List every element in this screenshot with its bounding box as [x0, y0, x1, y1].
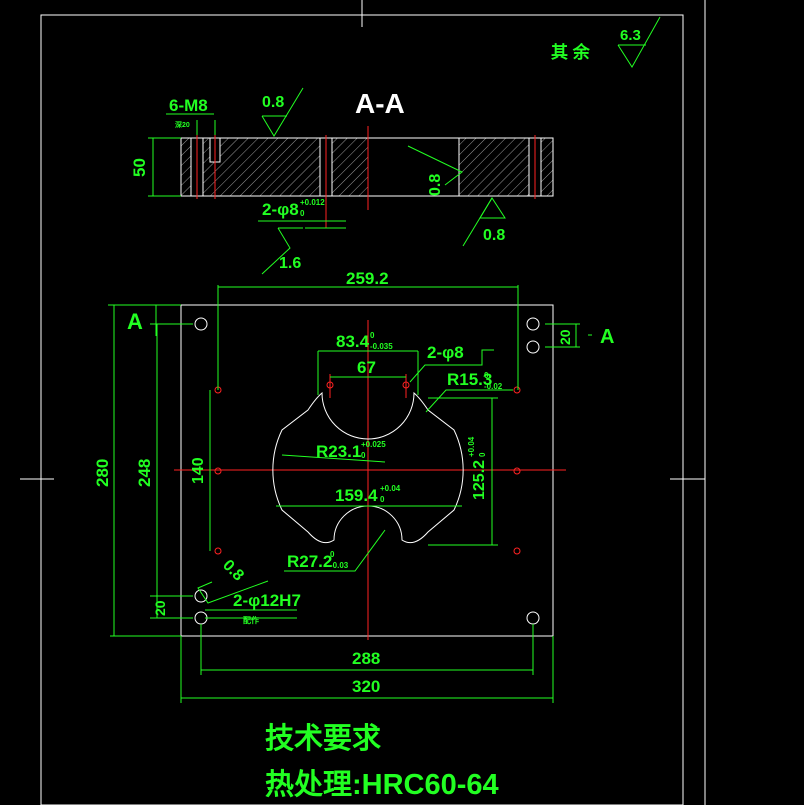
holes-2-phi8: 2-φ8	[427, 343, 464, 362]
tol-r27-upper: 0	[330, 550, 335, 559]
roughness-hole: 0.8	[219, 557, 247, 585]
heat-treatment-note: 热处理:HRC60-64	[265, 768, 499, 801]
tol-159-upper: +0.04	[380, 484, 401, 493]
section-mark-left: A	[127, 309, 143, 334]
tol-r23-lower: 0	[361, 451, 366, 460]
roughness-right-side: 0.8	[427, 174, 444, 196]
dim-125-2: 125.2	[471, 460, 488, 500]
radius-r15-3: R15.3	[447, 370, 492, 389]
tol-r27-lower: -0.03	[330, 561, 349, 570]
pin-holes-label: 2-φ8	[262, 200, 299, 219]
tech-requirements-title: 技术要求	[265, 722, 381, 755]
dowel-note: 配作	[243, 615, 259, 625]
thickness-dim: 50	[130, 158, 149, 177]
dim-20-top: 20	[557, 329, 573, 345]
roughness-pin: 1.6	[279, 255, 301, 272]
tol-125-lower: 0	[478, 452, 487, 457]
pin-tol-upper: +0.012	[300, 198, 325, 207]
thread-depth-note: 深20	[175, 120, 190, 129]
dim-140: 140	[190, 457, 207, 484]
remainder-roughness-value: 6.3	[620, 27, 641, 44]
dim-280: 280	[93, 459, 112, 487]
radius-r27-2: R27.2	[287, 552, 332, 571]
drawing-frame	[20, 0, 706, 805]
section-mark-right: A	[600, 326, 614, 348]
thread-label: 6-M8	[169, 96, 208, 115]
section-title: A-A	[355, 88, 405, 119]
dim-67: 67	[357, 358, 376, 377]
tol-r15-upper: 0	[484, 371, 489, 380]
dim-159-4: 159.4	[335, 486, 378, 505]
dim-248: 248	[135, 459, 154, 487]
tol-r23-upper: +0.025	[361, 440, 386, 449]
dim-288: 288	[352, 649, 380, 668]
tol-83-upper: 0	[370, 331, 375, 340]
remainder-label: 其 余	[551, 42, 591, 62]
tol-83-lower: -0.035	[370, 342, 393, 351]
roughness-bottom: 0.8	[483, 227, 505, 244]
pin-tol-lower: 0	[300, 209, 305, 218]
section-view: 6-M8 深20 0.8 50 2-φ8 +0.012 0 1.6 0.8 0.…	[130, 87, 554, 275]
tol-r15-lower: -0.02	[484, 382, 503, 391]
plan-view: 259.2 A A 20 83.4 0 -0.035 67 2-φ8 R15.3…	[93, 269, 614, 703]
surface-roughness-remainder: 其 余 6.3	[551, 16, 661, 68]
dim-20-bottom: 20	[152, 600, 168, 616]
dim-259-2: 259.2	[346, 269, 389, 288]
tol-125-upper: +0.04	[467, 436, 476, 457]
tol-159-lower: 0	[380, 495, 385, 504]
roughness-top: 0.8	[262, 94, 284, 111]
radius-r23-1: R23.1	[316, 442, 361, 461]
dim-83-4: 83.4	[336, 332, 370, 351]
dowel-holes: 2-φ12H7	[233, 591, 301, 610]
dim-320: 320	[352, 677, 380, 696]
